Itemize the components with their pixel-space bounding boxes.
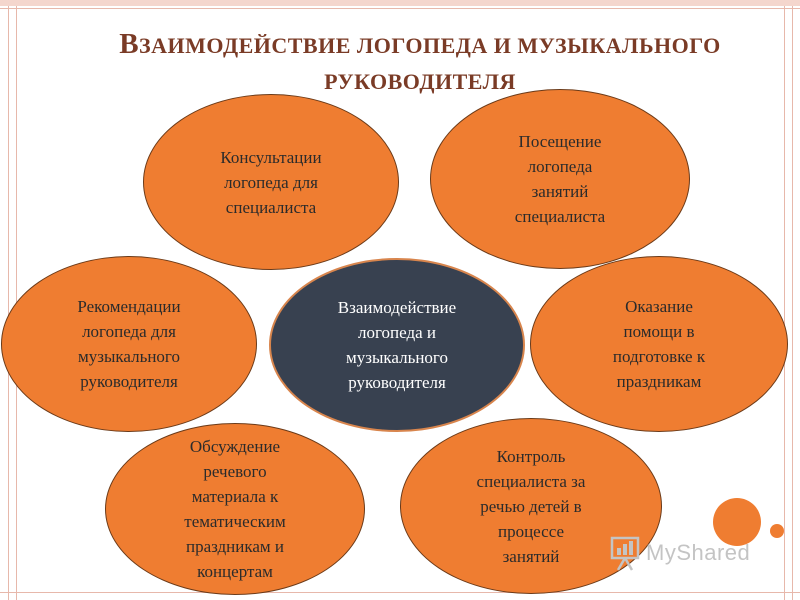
- frame-line: [8, 0, 9, 600]
- presentation-board-icon: [610, 536, 640, 571]
- center-label: Взаимодействие логопеда и музыкального р…: [337, 298, 457, 392]
- watermark-text: MyShared: [646, 540, 751, 565]
- decorative-circle: [713, 498, 761, 546]
- node-discussion: Обсуждение речевого материала к тематиче…: [105, 423, 365, 595]
- node-control: Контроль специалиста за речью детей в пр…: [400, 418, 662, 594]
- node-center: Взаимодействие логопеда и музыкального р…: [269, 258, 525, 432]
- title-line-2: РУКОВОДИТЕЛЯ: [324, 69, 516, 94]
- title-line-1: ЗАИМОДЕЙСТВИЕ ЛОГОПЕДА И МУЗЫКАЛЬНОГО: [139, 33, 721, 58]
- top-band: [0, 0, 800, 6]
- decorative-dot: [770, 524, 784, 538]
- watermark-logo: MyShared: [610, 532, 770, 576]
- node-label: Рекомендации логопеда для музыкального р…: [77, 297, 181, 391]
- frame-line: [0, 592, 800, 593]
- node-label: Обсуждение речевого материала к тематиче…: [184, 437, 286, 581]
- slide-title: ВЗАИМОДЕЙСТВИЕ ЛОГОПЕДА И МУЗЫКАЛЬНОГО Р…: [40, 26, 800, 100]
- node-recommendations: Рекомендации логопеда для музыкального р…: [1, 256, 257, 432]
- node-holiday-help: Оказание помощи в подготовке к праздника…: [530, 256, 788, 432]
- node-label: Посещение логопеда занятий специалиста: [514, 132, 606, 226]
- node-label: Контроль специалиста за речью детей в пр…: [476, 446, 586, 566]
- node-label: Оказание помощи в подготовке к праздника…: [612, 297, 706, 391]
- title-initial: В: [119, 28, 140, 60]
- node-consultations: Консультации логопеда для специалиста: [143, 94, 399, 270]
- frame-line: [0, 8, 800, 9]
- frame-line: [784, 0, 785, 600]
- node-attendance: Посещение логопеда занятий специалиста: [430, 89, 690, 269]
- frame-line: [792, 0, 793, 600]
- node-label: Консультации логопеда для специалиста: [220, 147, 322, 217]
